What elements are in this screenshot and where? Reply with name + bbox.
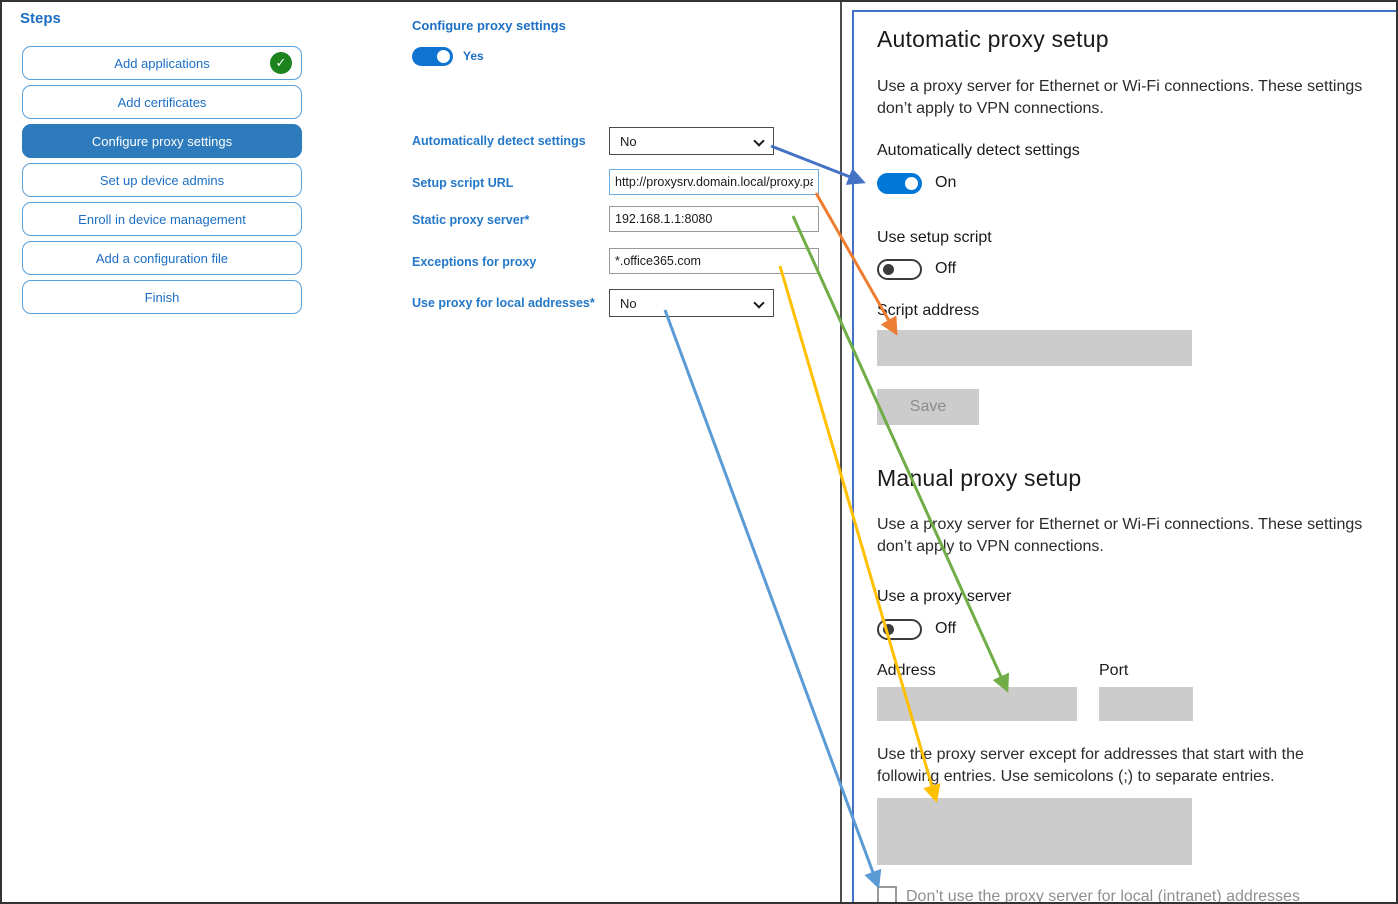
field-label-setup-script-url: Setup script URL bbox=[412, 176, 514, 190]
sidebar-item-add-certificates[interactable]: Add certificates bbox=[22, 85, 302, 119]
step-label: Enroll in device management bbox=[78, 211, 246, 227]
local-addresses-mapping bbox=[663, 309, 882, 889]
use-proxy-local-select-value: No bbox=[620, 295, 637, 311]
windows-proxy-settings-panel: Automatic proxy setup Use a proxy server… bbox=[852, 10, 1396, 904]
use-proxy-server-label: Use a proxy server bbox=[877, 588, 1012, 605]
use-proxy-local-select[interactable]: No bbox=[609, 289, 774, 317]
sidebar-item-add-applications[interactable]: Add applications ✓ bbox=[22, 46, 302, 80]
address-label: Address bbox=[877, 662, 936, 679]
script-address-input[interactable] bbox=[877, 330, 1192, 366]
static-proxy-server-input[interactable] bbox=[609, 206, 819, 232]
manual-proxy-description: Use a proxy server for Ethernet or Wi-Fi… bbox=[877, 516, 1363, 556]
field-label-use-proxy-local: Use proxy for local addresses* bbox=[412, 296, 595, 310]
automatic-proxy-setup-heading: Automatic proxy setup bbox=[877, 26, 1109, 52]
automatic-proxy-description: Use a proxy server for Ethernet or Wi-Fi… bbox=[877, 78, 1363, 118]
auto-detect-select[interactable]: No bbox=[609, 127, 774, 155]
toggle-knob bbox=[883, 624, 894, 635]
step-complete-check-icon: ✓ bbox=[270, 52, 292, 74]
use-setup-script-label: Use setup script bbox=[877, 229, 992, 246]
auto-detect-select-value: No bbox=[620, 133, 637, 149]
local-addresses-checkbox[interactable] bbox=[877, 886, 897, 902]
setup-script-url-input[interactable] bbox=[609, 169, 819, 195]
step-label: Add certificates bbox=[117, 94, 207, 110]
use-setup-script-toggle[interactable] bbox=[877, 259, 922, 280]
sidebar-item-enroll-in-device-management[interactable]: Enroll in device management bbox=[22, 202, 302, 236]
field-label-exceptions-for-proxy: Exceptions for proxy bbox=[412, 255, 537, 269]
field-label-auto-detect: Automatically detect settings bbox=[412, 134, 586, 148]
sidebar-item-configure-proxy-settings[interactable]: Configure proxy settings bbox=[22, 124, 302, 158]
configure-proxy-toggle-label: Yes bbox=[463, 49, 484, 63]
detect-settings-label: Automatically detect settings bbox=[877, 142, 1080, 159]
steps-title: Steps bbox=[20, 10, 61, 27]
port-label: Port bbox=[1099, 662, 1129, 679]
script-address-label: Script address bbox=[877, 302, 980, 319]
proxy-exceptions-help: Use the proxy server except for addresse… bbox=[877, 746, 1304, 786]
step-label: Configure proxy settings bbox=[91, 133, 233, 149]
exceptions-for-proxy-input[interactable] bbox=[609, 248, 819, 274]
save-button[interactable]: Save bbox=[877, 389, 979, 425]
sidebar-item-set-up-device-admins[interactable]: Set up device admins bbox=[22, 163, 302, 197]
sidebar-item-add-a-configuration-file[interactable]: Add a configuration file bbox=[22, 241, 302, 275]
step-label: Add a configuration file bbox=[95, 250, 229, 266]
field-label-static-proxy-server: Static proxy server* bbox=[412, 213, 530, 227]
manual-proxy-setup-heading: Manual proxy setup bbox=[877, 465, 1082, 491]
use-setup-script-state: Off bbox=[935, 260, 957, 277]
port-input[interactable] bbox=[1099, 687, 1193, 721]
address-input[interactable] bbox=[877, 687, 1077, 721]
sidebar-item-finish[interactable]: Finish bbox=[22, 280, 302, 314]
step-label: Finish bbox=[144, 289, 180, 305]
detect-settings-toggle[interactable] bbox=[877, 173, 922, 194]
chevron-down-icon bbox=[753, 135, 765, 147]
detect-settings-state: On bbox=[935, 174, 957, 191]
proxy-exceptions-textarea[interactable] bbox=[877, 798, 1192, 865]
window-divider bbox=[840, 2, 842, 902]
step-label: Set up device admins bbox=[99, 172, 225, 188]
local-addresses-checkbox-label: Don’t use the proxy server for local (in… bbox=[906, 888, 1300, 904]
toggle-knob bbox=[905, 177, 918, 190]
configure-proxy-toggle[interactable] bbox=[412, 47, 453, 66]
chevron-down-icon bbox=[753, 297, 765, 309]
toggle-knob bbox=[437, 50, 450, 63]
use-proxy-server-toggle[interactable] bbox=[877, 619, 922, 640]
page-title: Configure proxy settings bbox=[412, 18, 566, 33]
use-proxy-server-state: Off bbox=[935, 620, 957, 637]
step-label: Add applications bbox=[114, 55, 210, 71]
toggle-knob bbox=[883, 264, 894, 275]
